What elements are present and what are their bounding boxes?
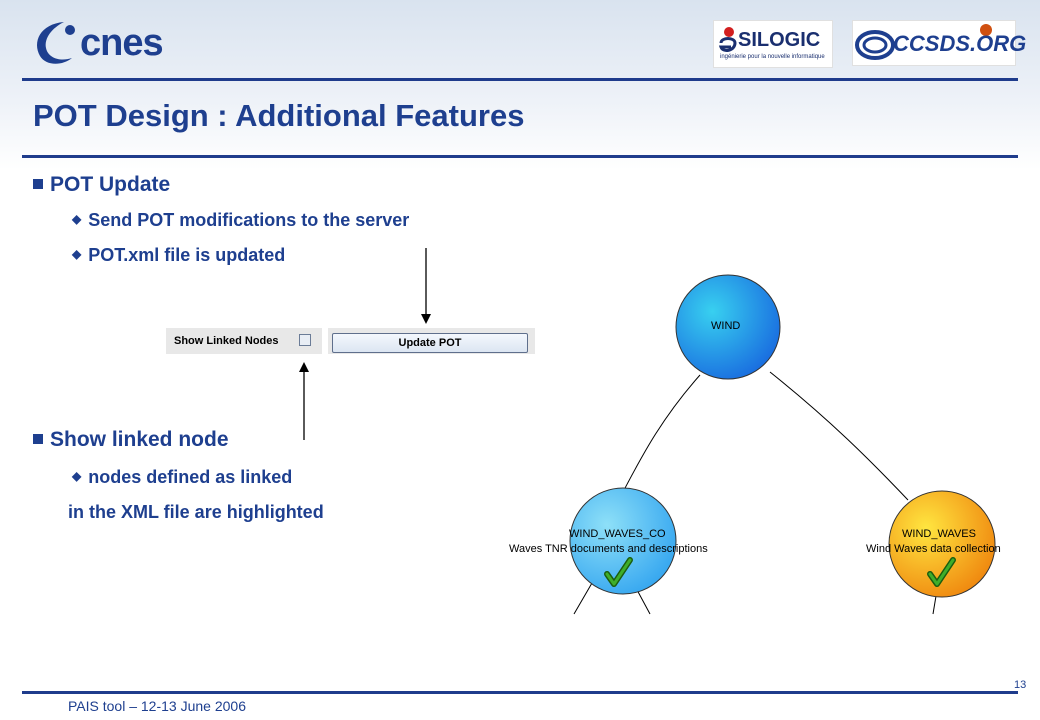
section-heading-show-linked-node: Show linked node <box>33 428 229 452</box>
title-rule <box>22 155 1018 158</box>
ccsds-dot-icon <box>980 24 992 36</box>
bullet-send-modifications: ◆ Send POT modifications to the server <box>72 210 409 231</box>
page-title: POT Design : Additional Features <box>33 98 525 133</box>
footer-text: PAIS tool – 12-13 June 2006 <box>68 698 246 714</box>
diamond-bullet-icon: ◆ <box>72 247 82 261</box>
diamond-bullet-icon: ◆ <box>72 212 82 226</box>
diamond-bullet-icon: ◆ <box>72 469 82 483</box>
ccsds-logo: CCSDS.ORG <box>852 20 1026 66</box>
cnes-swoosh-icon <box>37 22 75 64</box>
check-mark-icon <box>927 557 956 587</box>
footer-rule <box>22 691 1018 694</box>
node-label-wind-waves-co: WIND_WAVES_CO <box>569 528 666 540</box>
page-number: 13 <box>1014 679 1027 691</box>
cnes-logo-text: cnes <box>80 22 164 64</box>
ccsds-logo-text: CCSDS.ORG <box>893 31 1027 56</box>
section-heading-text: POT Update <box>50 173 171 196</box>
bullet-pot-xml-updated: ◆ POT.xml file is updated <box>72 245 285 266</box>
cnes-logo <box>30 18 200 70</box>
bullet-nodes-linked: ◆ nodes defined as linked <box>72 467 292 488</box>
show-linked-nodes-checkbox[interactable] <box>299 334 311 346</box>
bullet-text: Send POT modifications to the server <box>88 210 410 230</box>
ccsds-orbit-icon <box>855 30 895 60</box>
silogic-tagline: ingénierie pour la nouvelle informatique <box>720 54 825 60</box>
show-linked-nodes-panel <box>166 328 322 354</box>
show-linked-nodes-label: Show Linked Nodes <box>174 335 279 347</box>
bullet-text: POT.xml file is updated <box>88 245 286 265</box>
section-heading-text: Show linked node <box>50 428 229 451</box>
graph-edges <box>573 371 937 615</box>
silogic-mark-icon <box>718 27 737 52</box>
node-label-wind-waves: WIND_WAVES <box>902 528 976 540</box>
node-desc-wind-waves: Wind Waves data collection <box>866 543 1001 555</box>
node-desc-wind-waves-co: Waves TNR documents and descriptions <box>509 543 708 555</box>
bullet-continuation-text: in the XML file are highlighted <box>68 502 324 522</box>
square-bullet-icon <box>33 179 43 189</box>
header-rule <box>22 78 1018 81</box>
node-label-wind: WIND <box>711 320 741 332</box>
check-mark-icon <box>604 557 633 587</box>
arrow-to-update-button <box>421 248 431 324</box>
silogic-logo: SILOGIC ingénierie pour la nouvelle info… <box>713 20 833 68</box>
graph-node-wind-waves-co[interactable] <box>569 487 677 595</box>
bullet-text: nodes defined as linked <box>88 467 293 487</box>
update-pot-button[interactable]: Update POT <box>332 333 528 353</box>
section-heading-pot-update: POT Update <box>33 173 170 197</box>
arrow-to-checkbox <box>299 362 309 440</box>
silogic-logo-text: SILOGIC <box>738 29 821 51</box>
square-bullet-icon <box>33 434 43 444</box>
